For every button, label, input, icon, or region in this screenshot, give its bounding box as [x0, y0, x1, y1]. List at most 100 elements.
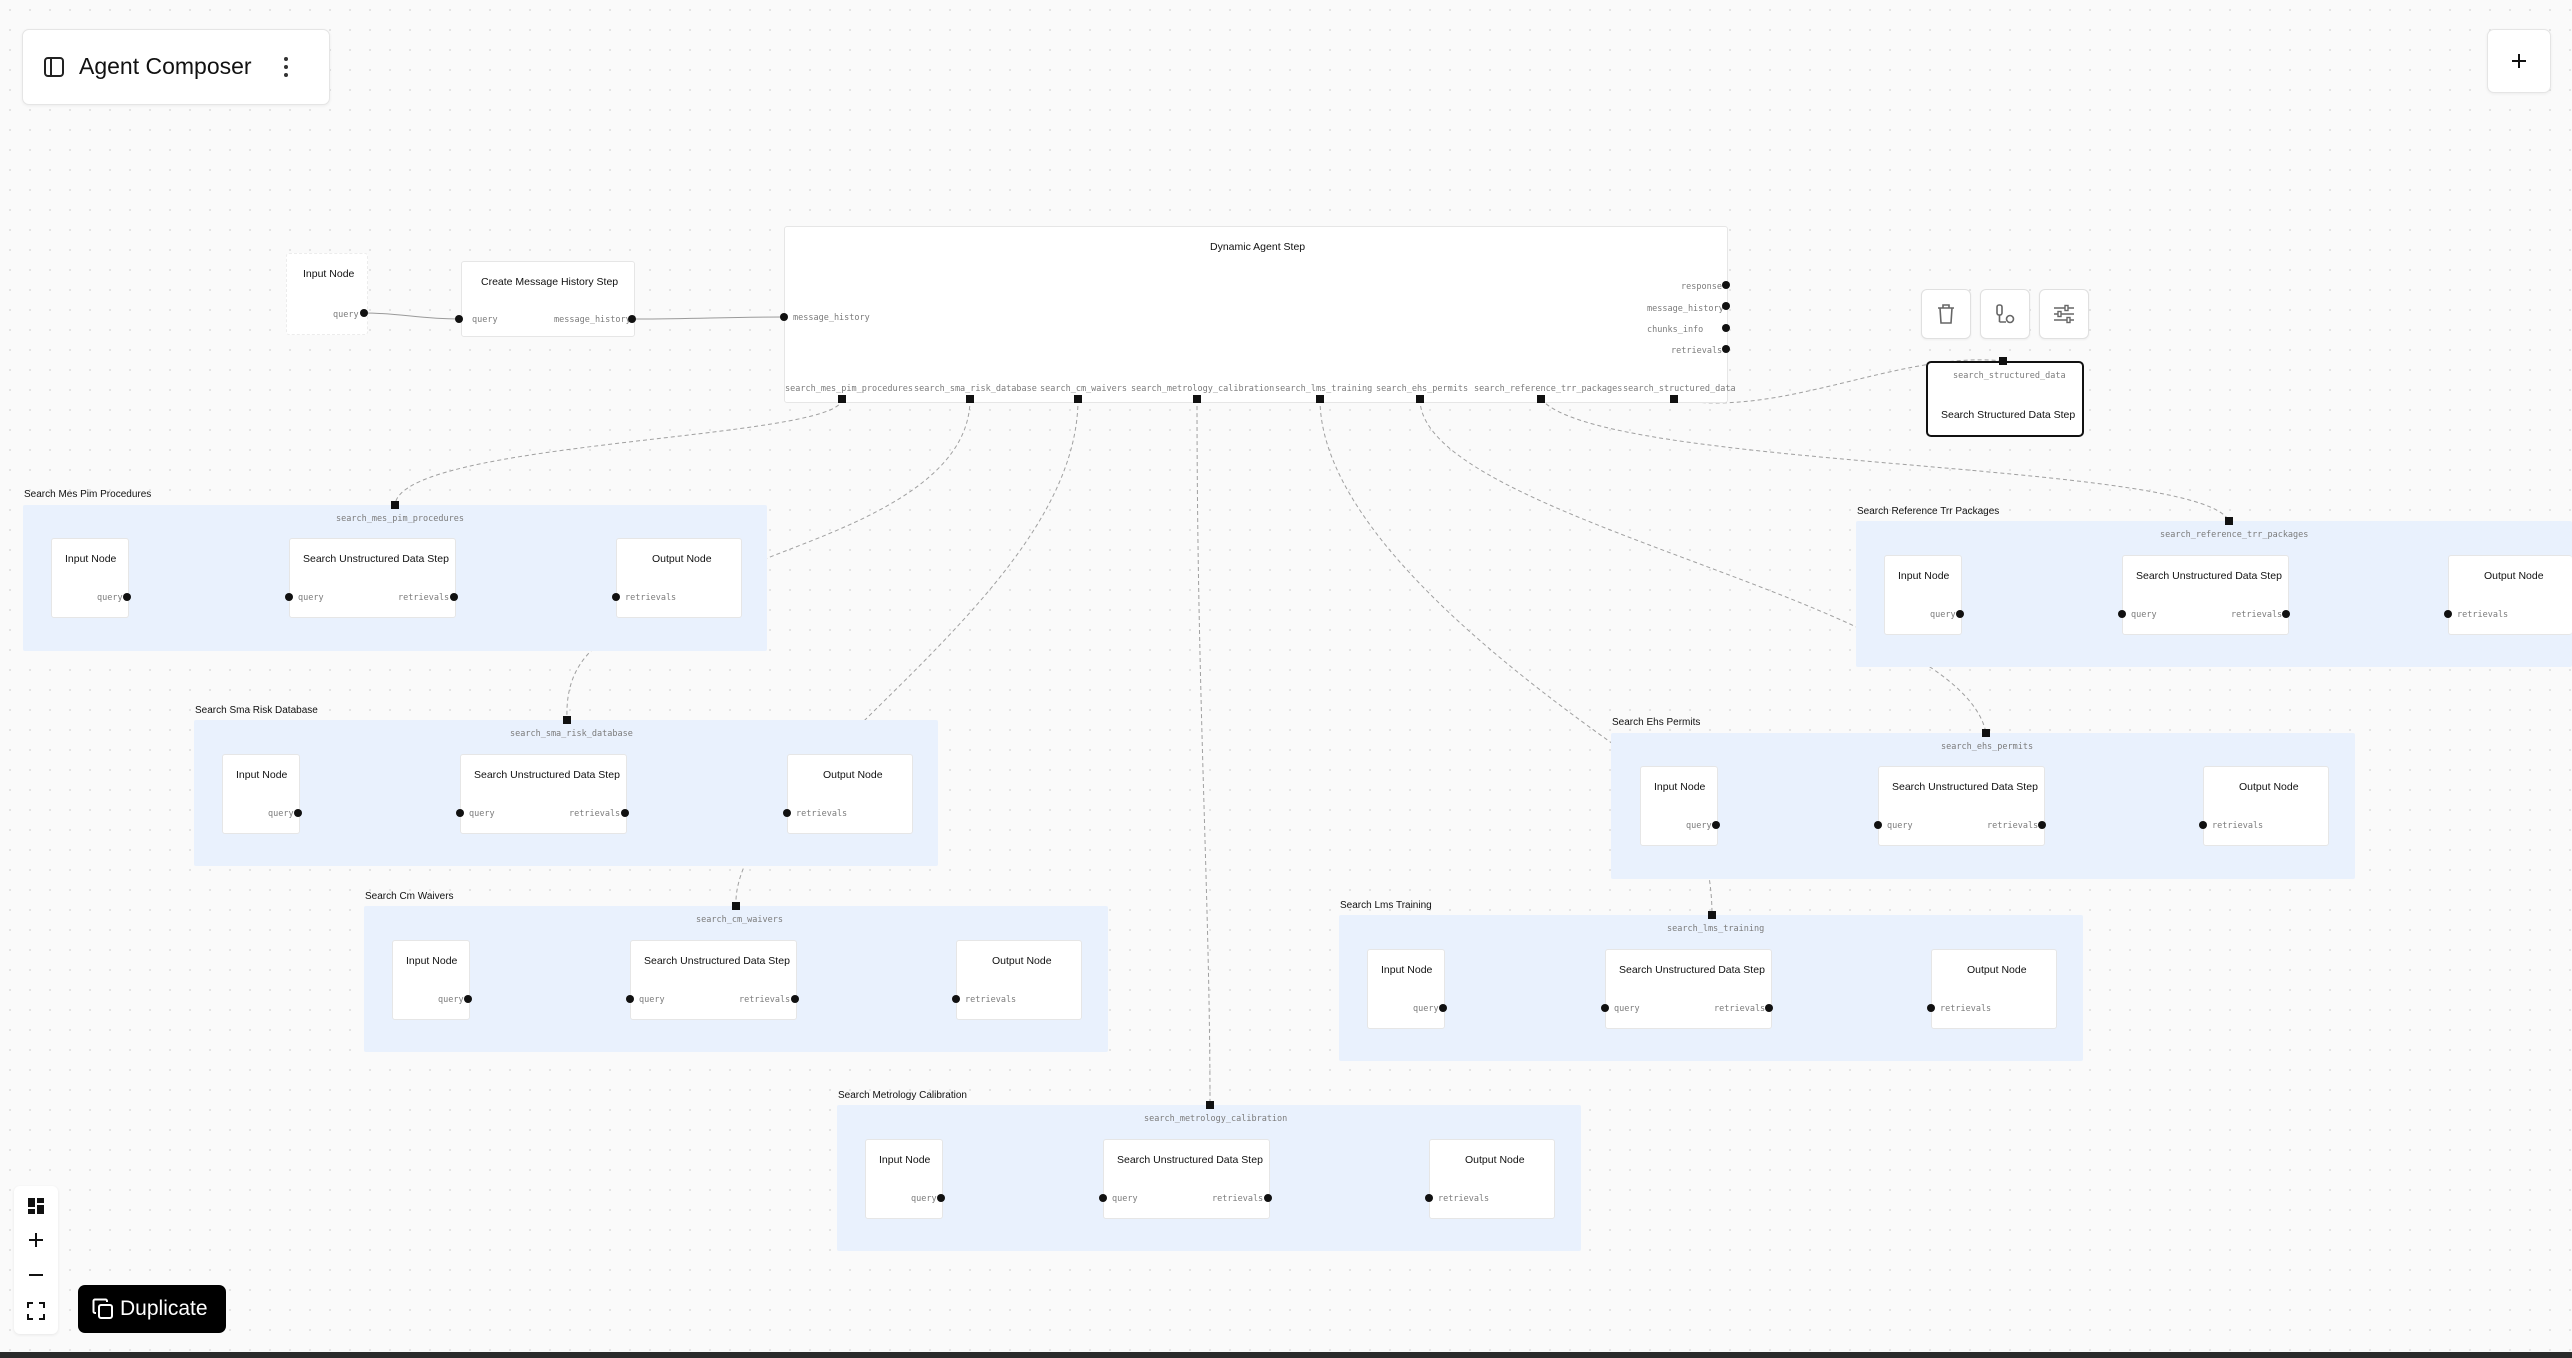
search-unstructured-step-node[interactable]: Search Unstructured Data Step query retr…: [460, 754, 627, 834]
tool-handle[interactable]: [1074, 395, 1082, 403]
output-handle[interactable]: [464, 995, 472, 1003]
input-handle[interactable]: [612, 593, 620, 601]
node-title: Dynamic Agent Step: [1210, 241, 1306, 253]
input-node[interactable]: Input Node query: [1884, 555, 1962, 635]
port-label: retrievals: [965, 995, 1017, 1005]
output-handle[interactable]: [1722, 324, 1730, 332]
tool-handle[interactable]: [1670, 395, 1678, 403]
output-handle[interactable]: [450, 593, 458, 601]
node-settings-button[interactable]: [2039, 289, 2089, 339]
output-node[interactable]: Output Node retrievals: [956, 940, 1082, 1020]
output-handle[interactable]: [2282, 610, 2290, 618]
port-label: query: [472, 315, 498, 325]
input-handle[interactable]: [732, 902, 740, 910]
output-handle[interactable]: [1264, 1194, 1272, 1202]
input-handle[interactable]: [455, 315, 463, 323]
output-handle[interactable]: [360, 309, 368, 317]
search-unstructured-step-node[interactable]: Search Unstructured Data Step query retr…: [1878, 766, 2045, 846]
output-handle[interactable]: [1722, 302, 1730, 310]
output-node[interactable]: Output Node retrievals: [2203, 766, 2329, 846]
output-node[interactable]: Output Node retrievals: [2448, 555, 2572, 635]
input-node[interactable]: Input Node query: [51, 538, 129, 618]
search-unstructured-step-node[interactable]: Search Unstructured Data Step query retr…: [1103, 1139, 1270, 1219]
input-handle[interactable]: [563, 716, 571, 724]
output-node[interactable]: Output Node retrievals: [1931, 949, 2057, 1029]
tool-handle[interactable]: [838, 395, 846, 403]
output-node[interactable]: Output Node retrievals: [787, 754, 913, 834]
output-handle[interactable]: [123, 593, 131, 601]
input-handle[interactable]: [1999, 357, 2007, 365]
input-handle[interactable]: [2225, 517, 2233, 525]
dynamic-agent-step-node[interactable]: Dynamic Agent Step message_history respo…: [784, 226, 1736, 403]
output-handle[interactable]: [2038, 821, 2046, 829]
input-handle[interactable]: [1982, 729, 1990, 737]
output-handle[interactable]: [1722, 281, 1730, 289]
layout-button[interactable]: [14, 1188, 58, 1222]
output-handle[interactable]: [628, 315, 636, 323]
search-unstructured-step-node[interactable]: Search Unstructured Data Step query retr…: [630, 940, 797, 1020]
input-handle[interactable]: [1099, 1194, 1107, 1202]
input-handle[interactable]: [2199, 821, 2207, 829]
tool-handle[interactable]: [1193, 395, 1201, 403]
zoom-controls: [14, 1186, 58, 1334]
output-handle[interactable]: [937, 1194, 945, 1202]
tool-handle[interactable]: [1537, 395, 1545, 403]
input-handle[interactable]: [780, 313, 788, 321]
input-handle[interactable]: [2118, 610, 2126, 618]
input-handle[interactable]: [2444, 610, 2452, 618]
port-label: query: [911, 1194, 937, 1204]
output-handle[interactable]: [1439, 1004, 1447, 1012]
input-node[interactable]: Input Node query: [865, 1139, 943, 1219]
tool-label: search_mes_pim_procedures: [785, 384, 913, 394]
message-history-step-node[interactable]: Create Message History Step query messag…: [461, 261, 635, 337]
zoom-in-button[interactable]: [14, 1223, 58, 1257]
zoom-out-button[interactable]: [14, 1258, 58, 1292]
input-handle[interactable]: [1425, 1194, 1433, 1202]
group-label: Search Lms Training: [1340, 900, 1432, 911]
input-node[interactable]: Input Node query: [222, 754, 300, 834]
input-node[interactable]: Input Node query: [1640, 766, 1718, 846]
port-label: retrievals: [569, 809, 621, 819]
output-handle[interactable]: [1765, 1004, 1773, 1012]
sidebar-toggle-icon[interactable]: [43, 56, 65, 78]
input-handle[interactable]: [783, 809, 791, 817]
search-unstructured-step-node[interactable]: Search Unstructured Data Step query retr…: [289, 538, 456, 618]
fit-view-button[interactable]: [14, 1293, 58, 1327]
more-vertical-icon[interactable]: [281, 55, 291, 79]
input-node[interactable]: Input Node query: [392, 940, 470, 1020]
input-handle[interactable]: [952, 995, 960, 1003]
port-label: retrievals: [398, 593, 450, 603]
duplicate-button[interactable]: Duplicate: [78, 1285, 226, 1333]
delete-node-button[interactable]: [1921, 289, 1971, 339]
input-handle[interactable]: [1927, 1004, 1935, 1012]
output-handle[interactable]: [791, 995, 799, 1003]
output-handle[interactable]: [621, 809, 629, 817]
search-unstructured-step-node[interactable]: Search Unstructured Data Step query retr…: [1605, 949, 1772, 1029]
port-label: query: [1686, 821, 1712, 831]
input-handle[interactable]: [391, 501, 399, 509]
input-handle[interactable]: [626, 995, 634, 1003]
input-handle[interactable]: [1601, 1004, 1609, 1012]
output-node[interactable]: Output Node retrievals: [1429, 1139, 1555, 1219]
input-handle[interactable]: [285, 593, 293, 601]
output-node[interactable]: Output Node retrievals: [616, 538, 742, 618]
tool-handle[interactable]: [1316, 395, 1324, 403]
input-node[interactable]: Input Node query: [286, 253, 368, 335]
input-handle[interactable]: [456, 809, 464, 817]
input-handle[interactable]: [1708, 911, 1716, 919]
search-unstructured-step-node[interactable]: Search Unstructured Data Step query retr…: [2122, 555, 2289, 635]
tool-handle[interactable]: [1416, 395, 1424, 403]
input-node[interactable]: Input Node query: [1367, 949, 1445, 1029]
tool-handle[interactable]: [966, 395, 974, 403]
route-node-button[interactable]: [1980, 289, 2030, 339]
route-icon: [1996, 304, 2015, 324]
output-handle[interactable]: [1722, 345, 1730, 353]
node-title: Search Unstructured Data Step: [1619, 964, 1765, 976]
search-structured-data-step-node[interactable]: search_structured_data Search Structured…: [1926, 361, 2084, 437]
input-handle[interactable]: [1874, 821, 1882, 829]
output-handle[interactable]: [1712, 821, 1720, 829]
output-handle[interactable]: [1956, 610, 1964, 618]
output-handle[interactable]: [294, 809, 302, 817]
add-node-button[interactable]: [2487, 29, 2551, 93]
input-handle[interactable]: [1206, 1101, 1214, 1109]
